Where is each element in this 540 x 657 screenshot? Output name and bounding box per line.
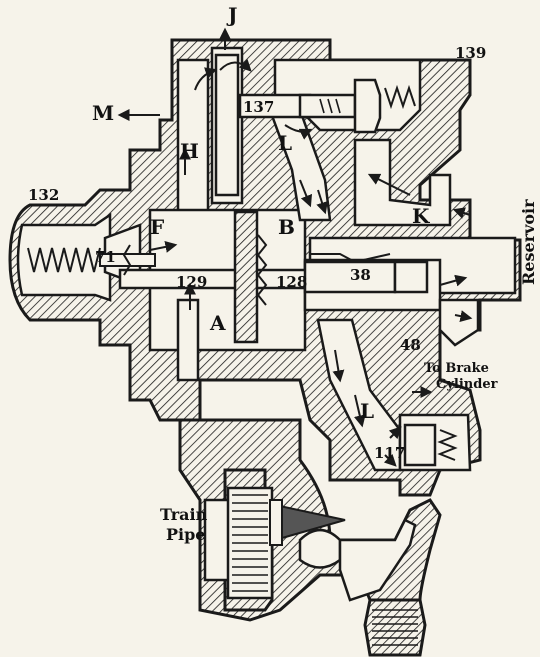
check-valve-139 [298,78,416,134]
label-l-bottom: L [360,399,374,423]
j-piston [214,53,240,197]
label-f: F [150,215,164,239]
label-129: 129 [176,273,207,291]
strainer-collar [269,499,283,546]
label-48: 48 [400,336,421,354]
graduating-spring [27,247,101,273]
label-pipe: Pipe [166,525,205,544]
label-m: M [92,101,114,125]
label-k: K [412,204,430,228]
label-128: 128 [276,273,307,291]
label-132: 132 [28,186,59,204]
label-l-top: L [278,131,292,155]
slide-valve-38 [303,253,429,294]
label-cylinder: Cylinder [436,377,498,392]
label-j: J [226,3,237,27]
flow-arrows [117,27,473,467]
train-pipe-fitting [226,486,274,600]
label-137: 137 [243,98,274,116]
valve-117 [403,423,458,467]
label-71: 71 [95,248,116,266]
label-b: B [278,215,295,239]
label-h: H [180,139,199,163]
label-reservoir: Reservoir [519,199,538,285]
label-to-brake: To Brake [424,361,489,376]
label-a: A [209,311,226,335]
label-139: 139 [455,44,486,62]
piston-assembly [118,210,332,344]
label-38: 38 [350,266,371,284]
outlet-threads [372,609,418,646]
label-train: Train [160,505,208,524]
train-pipe-passage [203,498,417,602]
label-117: 117 [374,444,405,462]
